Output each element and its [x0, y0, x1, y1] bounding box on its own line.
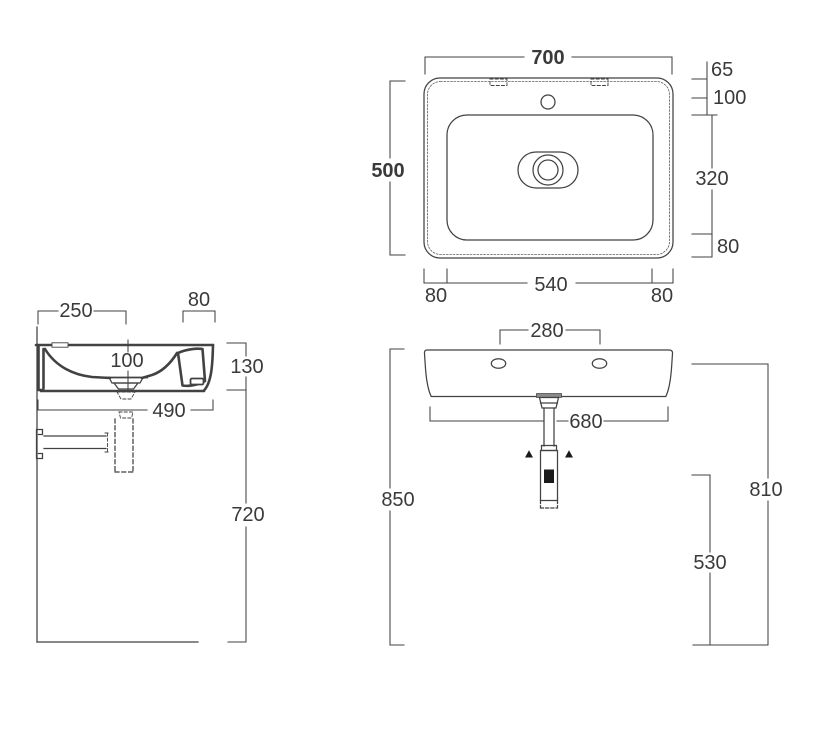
dim-underside-height: 720	[227, 389, 265, 643]
bottle-trap-front	[525, 393, 573, 509]
mounting-slot-left	[489, 78, 508, 86]
dim-label-130: 130	[230, 356, 263, 378]
mounting-slot-right	[590, 78, 609, 86]
overflow-slot	[189, 377, 205, 386]
dim-label-80-right: 80	[717, 236, 739, 258]
dim-outlet-height: 530	[691, 474, 727, 646]
dim-label-680: 680	[569, 411, 602, 433]
wall-flange	[35, 428, 44, 460]
dim-label-250: 250	[59, 300, 92, 322]
dim-label-810: 810	[749, 479, 782, 501]
drain-outlet	[517, 151, 579, 189]
side-view: 250 80 100 490 130 720	[34, 289, 265, 643]
dim-label-850: 850	[381, 489, 414, 511]
hanger-hole-right	[591, 358, 608, 369]
dim-label-540: 540	[534, 274, 567, 296]
level-marker-right	[565, 450, 573, 458]
dim-label-700: 700	[531, 47, 564, 69]
dim-label-100-side: 100	[110, 350, 143, 372]
bowl-outline	[446, 114, 654, 241]
back-channel	[37, 344, 45, 392]
dim-label-65: 65	[711, 59, 733, 81]
dim-rim-height: 850	[381, 348, 415, 646]
dim-label-490: 490	[152, 400, 185, 422]
dim-label-500: 500	[371, 160, 404, 182]
overflow-pocket	[176, 347, 207, 388]
top-view: 700 500 65 100 320 80 80 540 80	[371, 47, 746, 307]
dim-label-80-side: 80	[188, 289, 210, 311]
dim-overall-depth-side: 490	[37, 399, 214, 422]
dim-chain-right: 65 100 320 80	[691, 59, 746, 258]
dim-label-100: 100	[713, 87, 746, 109]
basin-section	[34, 342, 215, 419]
drain-funnel	[104, 376, 148, 419]
dim-basin-height: 130	[226, 342, 264, 391]
front-view: 280 680 850 530 810	[381, 320, 783, 646]
dim-chain-bottom: 80 540 80	[423, 268, 674, 307]
dim-hanger-height: 810	[691, 363, 783, 646]
dim-underside-width: 680	[429, 406, 669, 433]
trap-outlet-mark	[544, 469, 554, 483]
waste-gasket	[536, 393, 562, 398]
dim-label-280: 280	[530, 320, 563, 342]
dim-overall-depth: 500	[371, 80, 406, 256]
dim-drain-drop: 100	[110, 339, 144, 392]
dim-overall-width: 700	[424, 47, 673, 75]
dim-hanger-spacing: 280	[499, 320, 601, 345]
bowl-curve-right	[140, 351, 179, 380]
waste-nut	[538, 396, 560, 409]
tailpipe	[543, 407, 555, 447]
dim-drain-from-wall: 250	[37, 300, 127, 325]
dim-label-720: 720	[231, 504, 264, 526]
front-edge	[202, 343, 215, 392]
wall-outlet-pipe	[43, 435, 107, 450]
dim-label-80-br: 80	[651, 285, 673, 307]
basin-rim-inner-line	[427, 81, 670, 255]
basin-front-outline	[423, 349, 674, 398]
dim-front-rim: 80	[182, 289, 216, 323]
level-marker-left	[525, 450, 533, 458]
dim-label-320: 320	[695, 168, 728, 190]
dim-label-80-bl: 80	[425, 285, 447, 307]
bottle-trap-side	[35, 418, 134, 473]
hanger-hole-left	[490, 358, 507, 369]
trap-body	[539, 449, 559, 502]
basin-outline	[423, 77, 674, 259]
rim-fixing-hole	[52, 342, 68, 348]
tap-hole	[540, 94, 556, 110]
dim-label-530: 530	[693, 552, 726, 574]
bowl-curve-left	[43, 347, 112, 380]
